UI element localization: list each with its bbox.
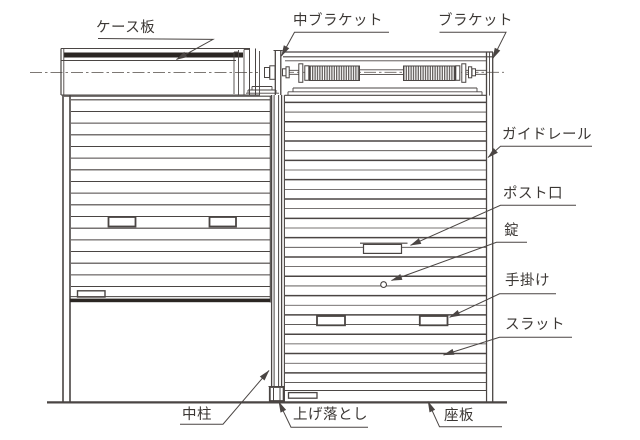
label-middle-bracket: 中ブラケット bbox=[293, 13, 383, 29]
post-slot-plate bbox=[362, 243, 403, 254]
right-shutter-fittings bbox=[283, 242, 487, 402]
label-hand-grip: 手掛け bbox=[505, 273, 550, 289]
leader-middle-bracket bbox=[281, 31, 389, 57]
leader-slat bbox=[443, 336, 572, 356]
leader-hand-grip bbox=[449, 293, 556, 318]
right-case-top bbox=[283, 51, 493, 96]
leader-bracket bbox=[439, 31, 507, 59]
spring-shaft-assembly bbox=[264, 63, 487, 83]
label-post-slot: ポスト口 bbox=[503, 186, 563, 202]
leader-post-slot bbox=[410, 204, 576, 246]
label-bracket: ブラケット bbox=[438, 13, 513, 29]
drop-bolt-foot bbox=[268, 386, 285, 402]
leader-bottom-plate bbox=[427, 401, 502, 428]
left-shutter-fittings bbox=[70, 216, 270, 303]
lock-cylinder bbox=[380, 281, 388, 289]
label-middle-post: 中柱 bbox=[182, 407, 212, 423]
label-leaders bbox=[97, 31, 592, 428]
coil-spring-left bbox=[309, 65, 360, 81]
leader-case-plate bbox=[97, 38, 215, 60]
leader-middle-post bbox=[180, 370, 270, 425]
guide-rail-left bbox=[62, 95, 71, 402]
right-shutter-slats bbox=[285, 101, 487, 383]
label-case-plate: ケース板 bbox=[96, 20, 156, 36]
leader-guide-rail bbox=[487, 145, 592, 158]
label-slat: スラット bbox=[505, 317, 565, 333]
left-shutter-slats bbox=[71, 99, 270, 288]
coil-spring-right bbox=[403, 65, 456, 81]
leader-lock bbox=[391, 241, 527, 281]
leader-drop-bolt bbox=[278, 401, 368, 428]
case-box bbox=[60, 48, 279, 96]
label-bottom-plate: 座板 bbox=[444, 408, 474, 424]
middle-post bbox=[268, 95, 285, 402]
label-drop-bolt: 上げ落とし bbox=[293, 407, 368, 423]
guide-rail-right bbox=[485, 52, 494, 402]
label-guide-rail: ガイドレール bbox=[502, 127, 592, 143]
label-lock: 錠 bbox=[504, 223, 519, 239]
